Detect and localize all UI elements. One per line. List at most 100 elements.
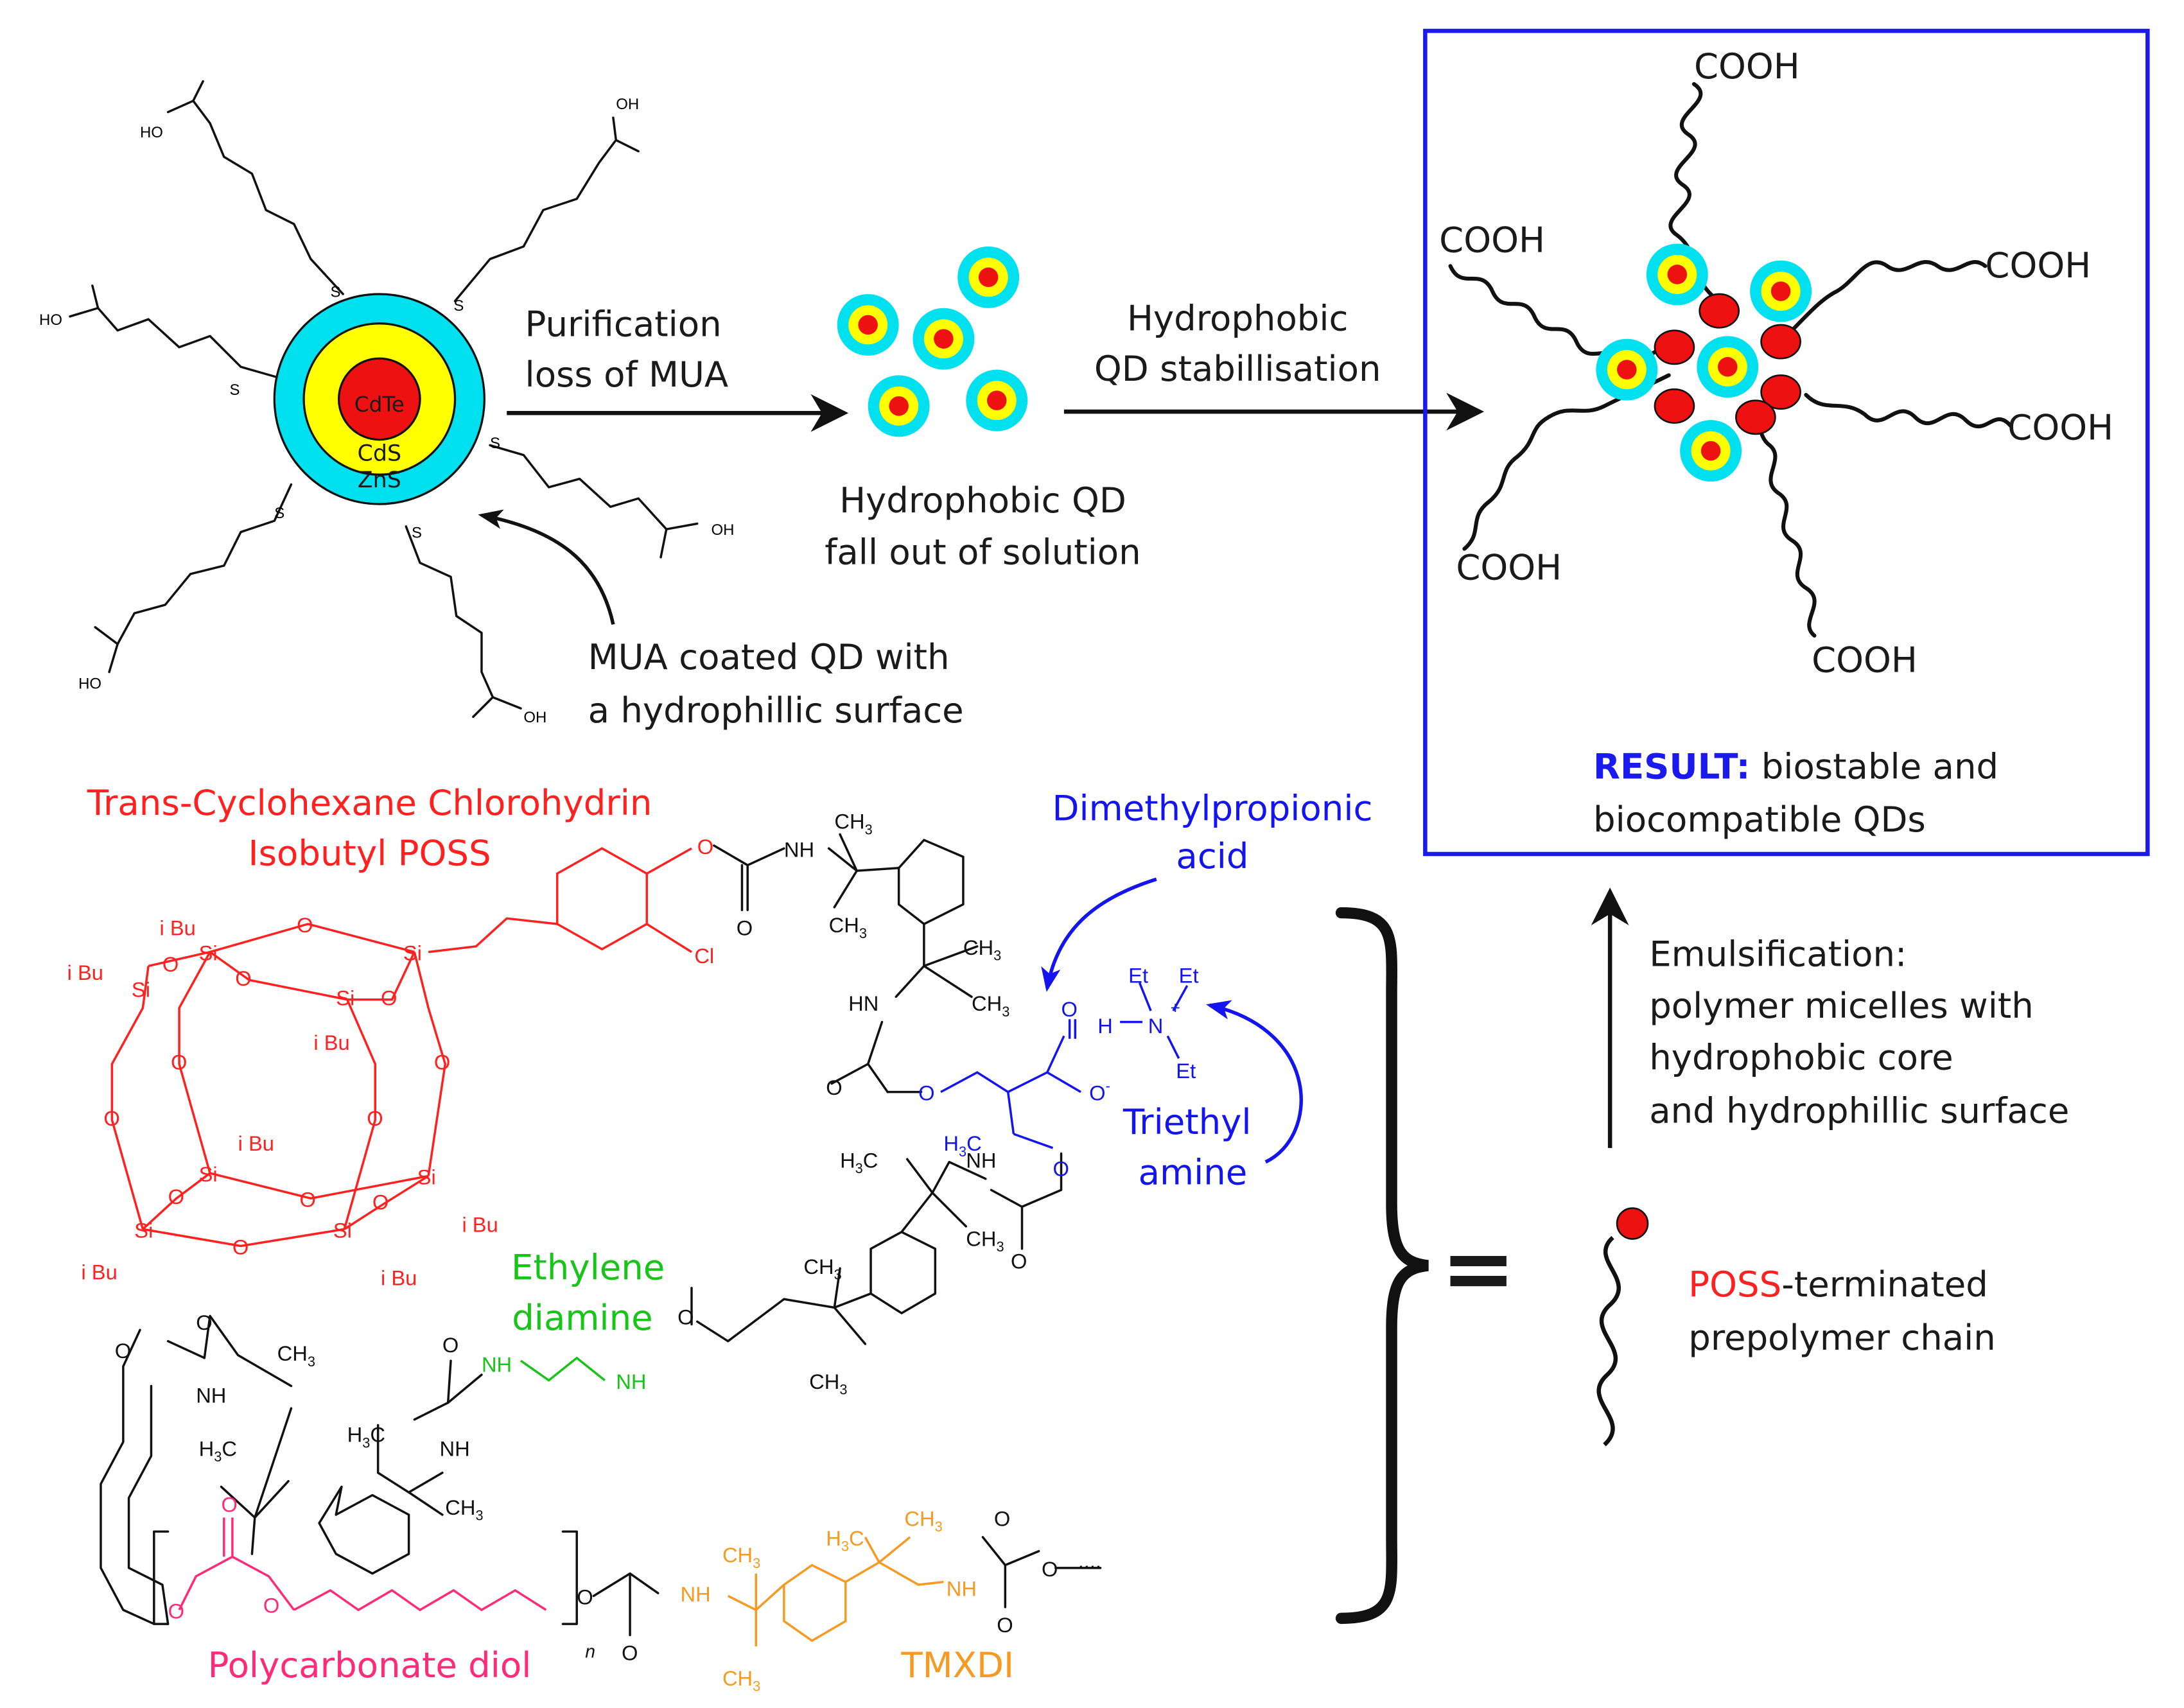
small-qd (1697, 336, 1759, 398)
svg-text:i Bu: i Bu (81, 1260, 117, 1284)
svg-text:H3C: H3C (826, 1526, 864, 1555)
emulsification-line1: Emulsification: (1649, 933, 1907, 974)
dmpa-arrow (1041, 877, 1157, 992)
svg-text:O: O (1053, 1156, 1069, 1180)
tea-line1: Triethyl (1123, 1101, 1252, 1142)
svg-text:n: n (585, 1641, 595, 1662)
svg-text:HN: HN (848, 991, 878, 1015)
svg-text:O: O (1042, 1557, 1058, 1581)
hydrophobic-label: Hydrophobic (1127, 298, 1349, 339)
tea-line2: amine (1139, 1152, 1248, 1193)
mua-coated-quantum-dot: HO OH HO OH HO OH S S S S S S CdTe CdS Z… (39, 80, 735, 726)
small-qd (1680, 420, 1742, 482)
svg-text:H3C: H3C (199, 1436, 237, 1465)
prepolymer-backbone: NH O CH3 CH3 CH3 CH3 HN O O O H3C NH O C… (100, 810, 1199, 1695)
svg-text:NH: NH (966, 1148, 996, 1172)
nh-label: NH (784, 837, 814, 861)
svg-text:CH3: CH3 (722, 1543, 760, 1571)
svg-text:O: O (221, 1493, 237, 1517)
svg-text:+: + (1171, 998, 1180, 1018)
emulsification-line4: and hydrophillic surface (1649, 1090, 2069, 1131)
ligand-end-label: HO (78, 675, 101, 693)
pcd-label: Polycarbonate diol (208, 1644, 532, 1686)
result-text-1: biostable and (1750, 745, 1998, 787)
svg-text:O: O (162, 952, 179, 976)
small-qd (868, 375, 930, 437)
cooh-label: COOH (1439, 220, 1545, 261)
svg-text:i Bu: i Bu (313, 1031, 349, 1054)
svg-text:O: O (381, 986, 397, 1009)
sulfur-anchor-label: S (490, 435, 500, 452)
small-qd (1646, 243, 1708, 306)
svg-text:i Bu: i Bu (462, 1213, 498, 1237)
terminated-word: -terminated (1781, 1264, 1988, 1305)
poss-heads (1654, 293, 1801, 435)
small-qd (966, 369, 1028, 431)
mua-ligands (69, 80, 699, 719)
encapsulated-qds (1596, 243, 1812, 482)
svg-text:CH3: CH3 (829, 913, 867, 941)
svg-text:H3C: H3C (840, 1148, 878, 1176)
svg-text:Cl: Cl (694, 944, 714, 968)
sulfur-anchor-label: S (453, 297, 464, 315)
svg-text:O: O (168, 1185, 184, 1208)
svg-text:O: O (826, 1076, 842, 1099)
svg-text:Et: Et (1176, 1059, 1196, 1083)
cooh-label: COOH (1456, 547, 1562, 588)
svg-text:O: O (300, 1187, 316, 1211)
sulfur-anchor-label: S (331, 283, 341, 301)
emulsification-line3: hydrophobic core (1649, 1037, 1953, 1078)
qd-stabilisation-label: QD stabillisation (1094, 348, 1381, 389)
sulfur-anchor-label: S (230, 381, 240, 399)
dmpa-line2: acid (1176, 835, 1248, 876)
emulsification-line2: polymer micelles with (1649, 985, 2034, 1026)
svg-text:CH3: CH3 (803, 1255, 841, 1283)
loss-of-mua-label: loss of MUA (525, 354, 729, 395)
svg-text:O-: O- (1089, 1077, 1110, 1104)
prepolymer-chain-icon (1596, 1207, 1649, 1447)
svg-text:O: O (232, 1235, 249, 1259)
small-qd (957, 246, 1020, 308)
poss-name-line1: Trans-Cyclohexane Chlorohydrin (87, 782, 652, 823)
result-line1: RESULT: biostable and (1593, 745, 1998, 787)
svg-text:O: O (367, 1106, 383, 1130)
svg-text:O: O (297, 913, 313, 937)
svg-text:Si: Si (417, 1165, 436, 1189)
shell2-label: ZnS (358, 467, 401, 493)
svg-text:O: O (997, 1613, 1013, 1637)
hydrophobic-qd-cluster (837, 246, 1028, 437)
ligand-end-label: HO (39, 311, 62, 329)
svg-text:O: O (577, 1585, 593, 1609)
svg-text:O: O (442, 1333, 459, 1357)
mua-note-line1: MUA coated QD with (588, 636, 950, 677)
svg-text:O: O (677, 1305, 694, 1329)
cooh-label: COOH (1694, 46, 1800, 87)
svg-text:NH: NH (616, 1370, 646, 1393)
svg-text:CH3: CH3 (277, 1341, 315, 1370)
svg-text:O: O (622, 1641, 638, 1665)
svg-text:NH: NH (947, 1576, 977, 1600)
svg-text:Si: Si (132, 977, 150, 1001)
small-qd (1750, 260, 1812, 322)
svg-text:i Bu: i Bu (67, 961, 103, 984)
svg-text:Et: Et (1128, 964, 1148, 988)
svg-text:CH3: CH3 (445, 1495, 483, 1524)
ligand-end-label: OH (712, 521, 735, 539)
svg-text:O: O (235, 966, 251, 990)
svg-text:O: O (115, 1339, 131, 1363)
svg-text:CH3: CH3 (966, 1226, 1004, 1255)
small-qd (913, 308, 975, 370)
svg-text:CH3: CH3 (809, 1370, 847, 1398)
cooh-label: COOH (2007, 407, 2113, 448)
poss-name-line2: Isobutyl POSS (249, 832, 491, 873)
core-label: CdTe (354, 392, 405, 417)
cooh-label: COOH (1985, 245, 2091, 286)
svg-text:NH: NH (681, 1582, 711, 1606)
result-line2: biocompatible QDs (1593, 799, 1926, 840)
poss-word: POSS (1688, 1264, 1781, 1305)
svg-text:O: O (994, 1506, 1010, 1530)
svg-text:Si: Si (134, 1218, 153, 1242)
svg-text:O: O (196, 1311, 212, 1334)
